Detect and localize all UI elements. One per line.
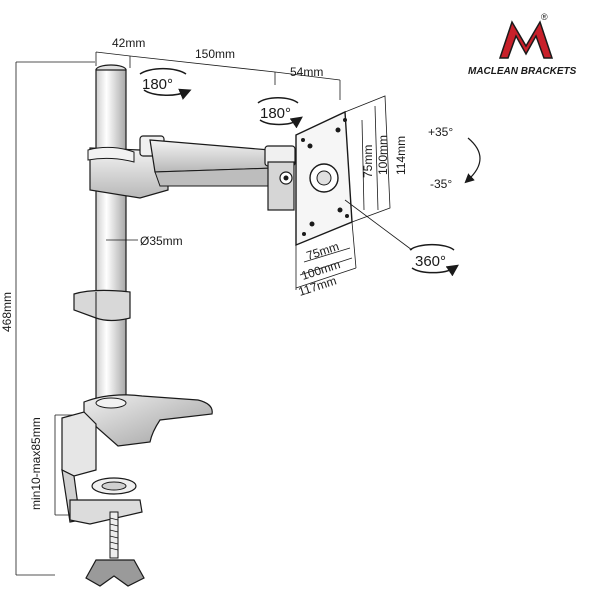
tilt-up-label: +35° [428,125,453,139]
arm-swivel-indicator: 180° [257,97,303,129]
vesa-plate [295,110,353,247]
plate-rotation-indicator: 360° [344,199,459,277]
pole-swivel-indicator: 180° [139,67,192,100]
plate-height-label: 114mm [394,136,408,175]
pole-width-label: 42mm [112,36,145,50]
plate-width-dimensions [295,221,357,290]
brand-name: MACLEAN BRACKETS [468,66,577,77]
registered-mark: ® [541,12,548,22]
pole [73,64,131,401]
pole-diameter-label: Ø35mm [140,234,183,248]
desk-base [83,394,213,447]
clamp-range-label: min10-max85mm [29,417,43,510]
arm-swivel-label: 180° [260,105,291,122]
brand-logo: MACLEAN BRACKETS ® [468,12,577,77]
plate-rotation-label: 360° [415,253,446,270]
tilt-down-label: -35° [430,177,452,191]
pole-swivel-label: 180° [142,76,173,93]
left-dimension-lines [15,61,95,576]
tilt-indicator: +35° -35° [428,125,481,191]
desk-clamp [61,411,145,587]
logo-mark-icon [498,20,554,59]
vesa-75-height-label: 75mm [361,145,375,178]
arm [87,135,296,211]
total-height-label: 468mm [0,292,14,332]
top-dimension-lines [95,51,341,100]
plate-height-dimensions [344,95,391,223]
plate-offset-label: 54mm [290,65,323,79]
arm-length-label: 150mm [195,47,235,61]
vesa-100-height-label: 100mm [376,135,390,175]
